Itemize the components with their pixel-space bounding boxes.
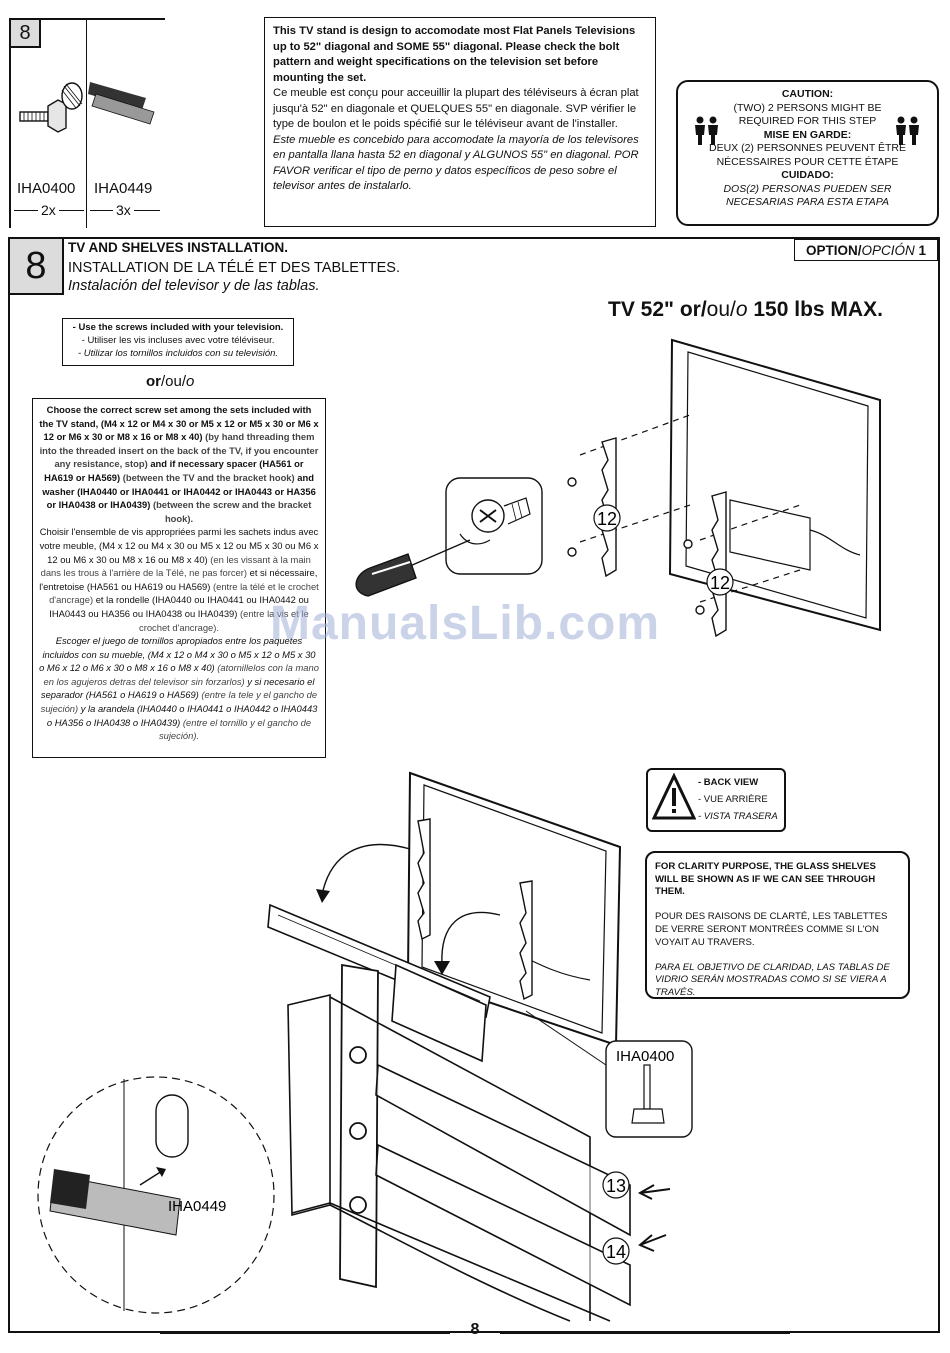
parts-divider [86,20,87,228]
or-fr: /ou/ [161,373,187,390]
part-qty-iha0449: 3x [113,202,134,218]
compatibility-notice: This TV stand is design to accomodate mo… [264,17,656,227]
max-part-c: o [735,298,748,321]
strap-part-label: IHA0449 [168,1198,226,1215]
part-code-iha0449: IHA0449 [94,180,153,197]
step-number: 8 [10,239,64,295]
instr-en: Choose the correct screw set among the s… [39,404,319,443]
option-es: OPCIÓN [861,243,915,258]
shelf-number-top: 13 [606,1176,626,1196]
screw-instructions: Choose the correct screw set among the s… [32,398,326,758]
bracket-mounting-diagram: 12 12 [355,338,881,638]
page-number: 8 [470,1321,480,1338]
step-title-en: TV AND SHELVES INSTALLATION. [68,240,289,255]
or-label: or/ou/o [146,373,194,390]
notice-english: This TV stand is design to accomodate mo… [273,25,636,84]
instr-es-mid: y si necesario el separador (HA561 o HA6… [40,675,315,701]
instr-es-note1: (atornillelos con la mano en los agujero… [43,662,319,687]
back-view-en: - BACK VIEW [698,777,759,788]
instr-en-note3: (between the screw and the bracket hook)… [150,499,312,524]
parts-panel [9,18,165,228]
instr-en-note1: (by hand threading them into the threade… [39,431,319,470]
screw-note-fr: - Utiliser les vis incluses avec votre t… [81,335,275,346]
notice-spanish: Este mueble es concebido para accomodate… [273,133,639,193]
instr-en-mid2: and washer (IHA0440 or IHA0441 or IHA044… [42,471,316,511]
instr-fr: Choisir l'ensemble de vis appropriées pa… [39,526,319,565]
clarity-note: FOR CLARITY PURPOSE, THE GLASS SHELVES W… [645,851,910,999]
instr-fr-note1: (en les vissant à la main dans les trous… [40,553,311,579]
leveler-detail-icon [525,1010,693,1138]
strap-icon [88,82,155,125]
part-code-iha0400: IHA0400 [17,180,76,197]
bracket-number-left: 12 [597,509,617,529]
clarity-fr: POUR DES RAISONS DE CLARTÉ, LES TABLETTE… [655,911,888,948]
stand-frame-icon [287,993,631,1322]
caution-box: CAUTION: (TWO) 2 PERSONS MIGHT BE REQUIR… [676,80,939,226]
max-part-a: TV 52" or/ [608,298,707,321]
max-part-b: ou/ [706,298,736,321]
caution-heading-fr: MISE EN GARDE: [763,128,852,141]
bracket-right-icon [683,491,727,638]
watermark: ManualsLib.com [270,597,661,650]
instr-fr-note2: (entre la télé et le crochet d'ancrage) [49,580,319,606]
shelf-number-bottom: 14 [606,1242,626,1262]
two-persons-icon [896,116,919,145]
step-title-es: Instalación del televisor y de las tabla… [68,278,320,294]
max-part-d: 150 lbs MAX. [747,298,883,321]
parts-illustration [19,82,155,133]
two-persons-icon [695,116,718,145]
instr-es-note3: (entre el tornillo y el gancho de sujeci… [158,716,312,742]
footer-rule-right [500,1331,790,1334]
or-es: o [186,373,195,390]
instr-es: Escoger el juego de tornillos apropiados… [39,635,316,674]
leveler-part-label: IHA0400 [616,1048,674,1065]
warning-icon [652,772,696,820]
tv-back-illustration [668,338,881,632]
instr-en-note2: (between the TV and the bracket hook) [120,471,295,483]
strap-detail-icon [37,1076,275,1314]
caution-text-es: DOS(2) PERSONAS PUEDEN SER NECESARIAS PA… [723,182,892,209]
screw-note: - Use the screws included with your tele… [62,318,294,366]
bracket-number-right: 12 [710,573,730,593]
screw-detail-icon [445,477,543,575]
tv-bracket-hooks [417,818,533,1001]
step-title-fr: INSTALLATION DE LA TÉLÉ ET DES TABLETTES… [68,260,400,276]
leveler-bolt-icon [19,82,83,133]
instr-es-mid2: y la arandela (IHA0440 o IHA0441 o IHA04… [46,703,318,728]
screw-note-en: - Use the screws included with your tele… [72,322,284,333]
instr-en-mid: and if necessary spacer (HA561 or HA619 … [44,458,304,483]
caution-heading-es: CUIDADO: [781,169,834,181]
back-view-fr: - VUE ARRIÈRE [698,794,768,805]
screw-note-es: - Utilizar los tornillos incluidos con s… [77,348,279,359]
caution-text-fr: DEUX (2) PERSONNES PEUVENT ÊTRE NÉCESSAI… [708,142,906,168]
parts-step-number: 8 [9,18,41,48]
part-qty-iha0400: 2x [38,202,59,218]
or-en: or [146,373,161,390]
back-view-text: - BACK VIEW - VUE ARRIÈRE - VISTA TRASER… [698,774,778,825]
screwdriver-icon [355,539,471,597]
guide-lines [579,414,801,603]
instr-fr-mid: et si nécessaire, l'entretoise (HA561 ou… [39,567,318,592]
stand-assembly-diagram: IHA0400 IHA0449 13 14 [37,771,693,1322]
stand-column-icon [339,963,379,1289]
max-size-weight: TV 52" or/ou/o 150 lbs MAX. [608,298,883,322]
option-en: OPTION/ [805,243,862,258]
back-view-label [646,768,786,832]
mount-plate-icon [267,903,491,1063]
clarity-en: FOR CLARITY PURPOSE, THE GLASS SHELVES W… [655,861,876,898]
notice-french: Ce meuble est conçu pour acceuillir la p… [273,87,639,130]
clarity-es: PARA EL OBJETIVO DE CLARIDAD, LAS TABLAS… [655,961,890,998]
instr-fr-note3: (entre la vis et le crochet d'ancrage). [139,607,309,633]
instr-fr-mid2: et la rondelle (IHA0440 ou IHA0441 ou IH… [49,594,309,619]
step-frame [8,237,940,1333]
caution-text-en: (TWO) 2 PERSONS MIGHT BE REQUIRED FOR TH… [733,101,882,128]
footer-rule-left [160,1331,450,1334]
caution-heading-en: CAUTION: [781,88,834,100]
option-badge: OPTION/OPCIÓN 1 [794,239,938,261]
back-view-es: - VISTA TRASERA [698,811,778,822]
option-number: 1 [914,243,927,258]
instr-es-note2: (entre la tele y el gancho de sujeción) [40,689,318,715]
